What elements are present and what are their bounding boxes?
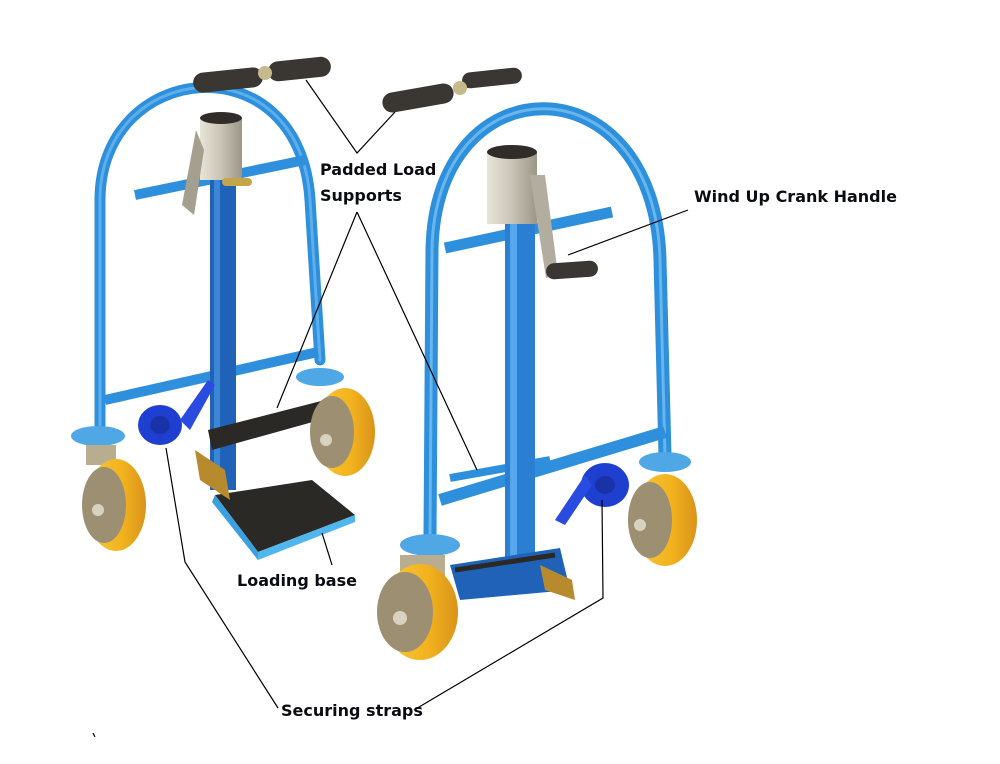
castor-wheel (377, 534, 460, 660)
stray-mark (92, 732, 96, 738)
padded-load-support-left (193, 56, 331, 93)
label-loading-base: Loading base (237, 571, 357, 590)
right-dolly (377, 67, 697, 660)
castor-wheel (296, 368, 375, 476)
label-padded-load-supports: Padded Load Supports (320, 157, 436, 209)
securing-strap-left (138, 380, 230, 500)
left-dolly (71, 56, 375, 560)
castor-wheel (628, 452, 697, 566)
leader-straps-left (165, 447, 279, 709)
loading-base-plate (212, 480, 355, 560)
leader-padded-supports-top (305, 79, 396, 154)
leader-loading-base (321, 532, 333, 566)
castor-wheel (71, 426, 146, 551)
leader-crank-handle (567, 209, 689, 256)
label-securing-straps: Securing straps (281, 701, 423, 720)
label-padded-load-supports-line1: Padded Load (320, 160, 437, 179)
leader-padded-supports-bottom-left (276, 211, 358, 409)
label-wind-up-crank-handle: Wind Up Crank Handle (694, 187, 897, 206)
wind-up-crank (530, 175, 598, 280)
leader-lines (92, 79, 689, 738)
leader-straps-right (413, 499, 604, 711)
leader-padded-supports-bottom-right (356, 211, 478, 471)
padded-load-support-right (382, 67, 522, 113)
label-padded-load-supports-line2: Supports (320, 186, 402, 205)
securing-strap-right (540, 463, 629, 600)
